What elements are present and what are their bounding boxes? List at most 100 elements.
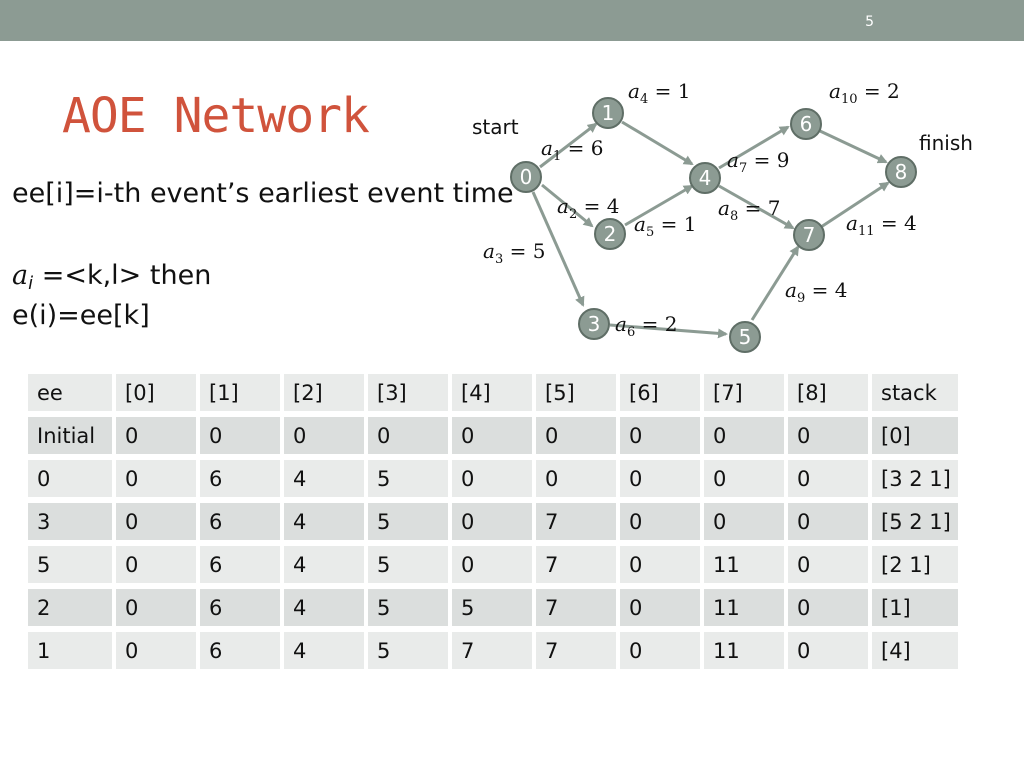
svg-text:7: 7 xyxy=(803,223,816,247)
table-header-row: ee[0][1][2][3][4][5][6][7][8]stack xyxy=(28,374,958,411)
table-cell: 11 xyxy=(704,546,784,583)
edge-label-a9: a9 = 4 xyxy=(785,278,847,306)
edge-7-8 xyxy=(820,181,890,229)
svg-text:5: 5 xyxy=(739,325,752,349)
node-2: 2 xyxy=(594,218,626,250)
edge-2-4 xyxy=(624,184,694,227)
node-1: 1 xyxy=(592,97,624,129)
table-cell: 11 xyxy=(704,589,784,626)
table-cell: 4 xyxy=(284,589,364,626)
svg-text:0: 0 xyxy=(520,165,533,189)
table-cell: 6 xyxy=(200,460,280,497)
table-cell: 0 xyxy=(28,460,112,497)
table-cell: 0 xyxy=(368,417,448,454)
table-cell: 0 xyxy=(704,417,784,454)
table-cell: 5 xyxy=(368,460,448,497)
table-cell: 7 xyxy=(536,546,616,583)
svg-text:4: 4 xyxy=(699,166,712,190)
table-header-cell: [6] xyxy=(620,374,700,411)
edge-1-4 xyxy=(621,120,694,166)
table-cell: 6 xyxy=(200,632,280,669)
table-cell: 0 xyxy=(536,460,616,497)
svg-text:6: 6 xyxy=(800,112,813,136)
table-cell: 4 xyxy=(284,546,364,583)
table-header-cell: [5] xyxy=(536,374,616,411)
svg-text:2: 2 xyxy=(604,222,617,246)
svg-text:8: 8 xyxy=(895,160,908,184)
activity-var: a xyxy=(12,260,29,291)
node-7: 7 xyxy=(793,219,825,251)
table-cell: 0 xyxy=(116,589,196,626)
table-cell: 0 xyxy=(620,589,700,626)
table-cell: 6 xyxy=(200,589,280,626)
table-header-cell: ee xyxy=(28,374,112,411)
edge-0-2 xyxy=(541,183,594,228)
table-cell: 0 xyxy=(452,503,532,540)
table-cell: 7 xyxy=(536,589,616,626)
table-cell: [2 1] xyxy=(872,546,958,583)
table-cell: [3 2 1] xyxy=(872,460,958,497)
edge-3-5 xyxy=(609,323,728,339)
edge-label-a3: a3 = 5 xyxy=(483,239,545,267)
slide-number: 5 xyxy=(865,14,874,30)
early-time-text: e(i)=ee[k] xyxy=(12,300,150,331)
table-cell: 0 xyxy=(788,417,868,454)
table-cell: 0 xyxy=(788,632,868,669)
table-header-cell: [2] xyxy=(284,374,364,411)
table-cell: 0 xyxy=(704,503,784,540)
table-cell: 0 xyxy=(200,417,280,454)
edge-label-a11: a11 = 4 xyxy=(846,211,917,239)
table-cell: [1] xyxy=(872,589,958,626)
table-cell: 0 xyxy=(452,417,532,454)
table-cell: 4 xyxy=(284,503,364,540)
svg-text:3: 3 xyxy=(588,312,601,336)
table-cell: [5 2 1] xyxy=(872,503,958,540)
start-label: start xyxy=(472,115,519,139)
edge-label-a5: a5 = 1 xyxy=(634,212,696,240)
table-cell: 0 xyxy=(788,589,868,626)
table-cell: 4 xyxy=(284,632,364,669)
table-cell: 0 xyxy=(620,417,700,454)
table-header-cell: [7] xyxy=(704,374,784,411)
table-header-cell: stack xyxy=(872,374,958,411)
edge-4-7 xyxy=(718,184,795,230)
table-cell: Initial xyxy=(28,417,112,454)
edge-label-a2: a2 = 4 xyxy=(557,194,619,222)
table-cell: [4] xyxy=(872,632,958,669)
edge-4-6 xyxy=(718,125,790,170)
table-cell: 1 xyxy=(28,632,112,669)
table-cell: 0 xyxy=(116,417,196,454)
table-cell: [0] xyxy=(872,417,958,454)
table-cell: 4 xyxy=(284,460,364,497)
edge-6-8 xyxy=(819,129,888,164)
table-cell: 5 xyxy=(368,546,448,583)
table-cell: 5 xyxy=(368,503,448,540)
table-cell: 0 xyxy=(788,546,868,583)
table-header-cell: [3] xyxy=(368,374,448,411)
table-header-cell: [1] xyxy=(200,374,280,411)
activity-rest: =<k,l> then xyxy=(33,260,212,291)
node-4: 4 xyxy=(689,162,721,194)
table-cell: 0 xyxy=(620,546,700,583)
edge-0-1 xyxy=(539,122,598,169)
finish-label: finish xyxy=(919,131,973,155)
node-0: 0 xyxy=(510,161,542,193)
edge-label-a8: a8 = 7 xyxy=(718,196,780,224)
table-cell: 5 xyxy=(368,589,448,626)
table-cell: 7 xyxy=(536,632,616,669)
table-cell: 7 xyxy=(536,503,616,540)
svg-text:1: 1 xyxy=(602,101,615,125)
table-cell: 0 xyxy=(116,632,196,669)
table-cell: 0 xyxy=(536,417,616,454)
edge-label-a6: a6 = 2 xyxy=(615,312,677,340)
table-cell: 5 xyxy=(368,632,448,669)
node-3: 3 xyxy=(578,308,610,340)
table-cell: 0 xyxy=(116,460,196,497)
